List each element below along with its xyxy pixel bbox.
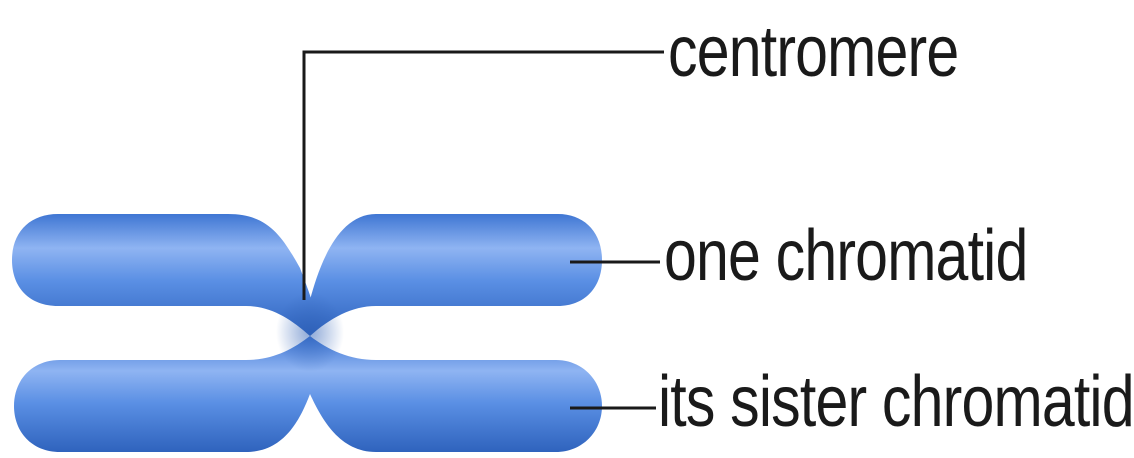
- centromere-pinch: [276, 292, 344, 372]
- one-chromatid-label: one chromatid: [664, 216, 1028, 296]
- sister-chromatid-label: its sister chromatid: [658, 362, 1134, 442]
- centromere-label: centromere: [668, 12, 959, 92]
- centromere-leader-line: [302, 50, 664, 300]
- lower-chromatid: [14, 336, 602, 452]
- upper-chromatid: [12, 214, 602, 336]
